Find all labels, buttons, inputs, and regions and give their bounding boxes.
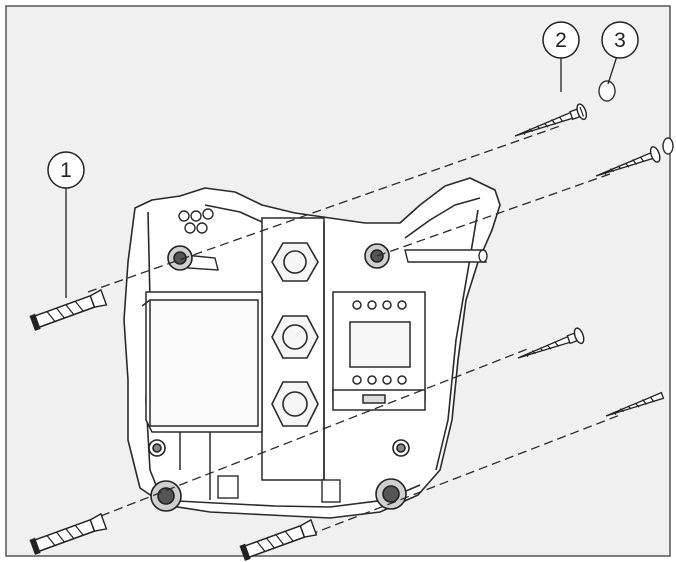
contactor-terminal xyxy=(352,375,362,385)
washer-top-right xyxy=(662,137,674,155)
contactor-front xyxy=(349,321,411,368)
alignment-line-bottom-right xyxy=(295,414,621,541)
cable-gland-2 xyxy=(271,315,319,359)
contactor-terminal xyxy=(382,375,392,385)
mounting-hole-bottom-left-core xyxy=(157,487,175,505)
contactor xyxy=(332,291,426,411)
wall-plug-tip xyxy=(299,518,318,538)
cable-clip-right xyxy=(321,479,341,503)
top-ledge xyxy=(204,204,263,223)
callout-3-circle xyxy=(601,21,639,59)
screw-thread xyxy=(612,396,655,415)
left-box-panel xyxy=(149,299,259,427)
screw-boss-left-core xyxy=(152,443,162,453)
wall-plug-ribs xyxy=(46,300,84,322)
right-standoff-cap xyxy=(478,249,488,263)
screw-thread xyxy=(602,156,645,175)
callout-3-label: 3 xyxy=(614,29,626,52)
left-compartment xyxy=(141,291,263,500)
callout-1: 1 xyxy=(47,151,85,298)
cable-gland-2-inner xyxy=(282,324,308,350)
alignment-line-bottom-left xyxy=(87,347,531,522)
screw-thread xyxy=(524,341,559,357)
callout-2-label: 2 xyxy=(555,29,567,52)
screw-head xyxy=(649,146,661,163)
left-box-edge xyxy=(141,299,151,307)
screw-bottom-right xyxy=(605,391,665,417)
washer xyxy=(598,80,616,102)
callout-3-leader xyxy=(607,55,618,85)
contactor-terminal xyxy=(367,375,377,385)
callout-2: 2 xyxy=(542,21,580,92)
contactor-terminal xyxy=(382,300,392,310)
wall-plug-bottom-right xyxy=(239,518,318,561)
right-standoff xyxy=(404,249,487,263)
pin-small xyxy=(178,210,190,222)
pin-small xyxy=(184,222,196,234)
alignment-lines xyxy=(87,125,621,541)
mounting-hole-top-right-core xyxy=(370,249,384,263)
wall-plug-tip xyxy=(89,512,108,532)
wall-plug-collar xyxy=(29,537,41,555)
screw-top-right xyxy=(595,146,661,177)
pin-small xyxy=(202,208,214,220)
wall-plug-ribs xyxy=(256,530,294,552)
wall-plug-collar xyxy=(29,313,41,331)
callout-3: 3 xyxy=(601,21,639,85)
cable-gland-3-inner xyxy=(282,391,308,417)
screw-head xyxy=(573,327,585,345)
cable-gland-3 xyxy=(271,381,319,427)
cable-glands xyxy=(271,242,319,427)
callout-2-circle xyxy=(542,21,580,59)
cable-clip-left xyxy=(217,475,239,499)
screw-thread xyxy=(521,116,564,135)
cable-clips xyxy=(217,475,341,503)
callout-1-circle xyxy=(47,151,85,189)
screw-slot xyxy=(579,106,584,117)
pin-small xyxy=(196,222,208,234)
wall-plug-bottom-left xyxy=(29,512,108,555)
cable-gland-1-inner xyxy=(283,250,307,274)
contactor-label xyxy=(362,394,386,404)
top-right-ledge xyxy=(404,197,481,239)
cable-gland-1 xyxy=(271,242,319,282)
top-pins xyxy=(178,208,488,271)
screw-shaft xyxy=(605,391,665,417)
mounting-hole-bottom-right-core xyxy=(382,485,400,503)
contactor-terminal xyxy=(397,300,407,310)
contactor-terminal xyxy=(367,300,377,310)
contactor-terminal xyxy=(397,375,407,385)
wall-plug-tip xyxy=(89,288,108,308)
screw-boss-right-core xyxy=(396,443,406,453)
screw-bottom-left xyxy=(517,327,585,359)
contactor-terminal xyxy=(352,300,362,310)
pin-small xyxy=(190,210,202,222)
wall-plug-ribs xyxy=(46,524,84,546)
mounting-holes xyxy=(148,243,410,512)
callout-1-label: 1 xyxy=(60,159,72,182)
wall-plug-top-left xyxy=(29,288,108,331)
wall-plug-collar xyxy=(239,543,251,561)
screw-top-left xyxy=(514,103,588,137)
